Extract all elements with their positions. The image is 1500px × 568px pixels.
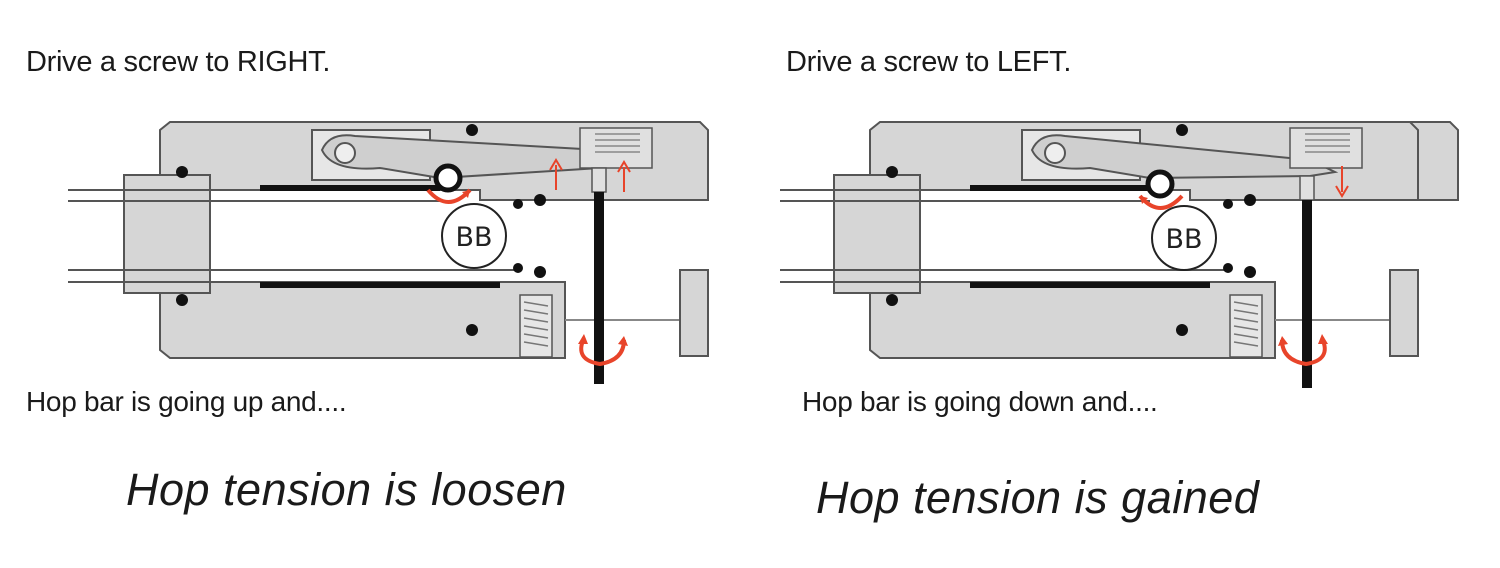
panel-screw-left: Drive a screw to LEFT. BB (750, 0, 1500, 568)
o-ring (534, 266, 546, 278)
hop-up-mechanism-diagram: BB (68, 121, 709, 384)
o-ring (1223, 263, 1233, 273)
hop-up-mechanism-diagram: BB (780, 121, 1459, 388)
o-ring (176, 166, 188, 178)
screw-rotation-arrow (579, 337, 626, 367)
bucking-top (260, 185, 440, 191)
adjuster-knob (1389, 269, 1419, 357)
o-ring (1176, 324, 1188, 336)
hop-screw-tip (1299, 175, 1315, 201)
hop-bar-note: Hop bar is going down and.... (802, 386, 1158, 417)
bb-circle (1151, 205, 1217, 271)
lower-housing (159, 281, 566, 359)
result-text: Hop tension is loosen (126, 464, 567, 515)
o-ring (176, 294, 188, 306)
result-text: Hop tension is gained (816, 472, 1260, 523)
arm-pivot (1044, 142, 1066, 164)
instruction-text: Drive a screw to RIGHT. (26, 46, 331, 78)
instruction-text: Drive a screw to LEFT. (786, 46, 1072, 78)
bucking-bottom (970, 282, 1210, 288)
barrel-collar (833, 174, 921, 294)
o-ring (534, 194, 546, 206)
o-ring (886, 294, 898, 306)
hop-screw-tip (591, 167, 607, 193)
bb-circle (441, 203, 507, 269)
o-ring (886, 166, 898, 178)
panel-screw-right: Drive a screw to RIGHT. (26, 46, 709, 515)
hop-nub (433, 163, 463, 193)
hop-nub (1145, 169, 1175, 199)
barrel-collar (123, 174, 211, 294)
hop-bar-note: Hop bar is going up and.... (26, 386, 347, 417)
bb-label: BB (455, 222, 492, 253)
o-ring (466, 124, 478, 136)
o-ring (513, 263, 523, 273)
o-ring (466, 324, 478, 336)
adjuster-knob (679, 269, 709, 357)
bucking-bottom (260, 282, 500, 288)
o-ring (1223, 199, 1233, 209)
o-ring (1244, 194, 1256, 206)
hop-screw (594, 192, 604, 384)
o-ring (1176, 124, 1188, 136)
bucking-top (970, 185, 1150, 191)
hop-screw (1302, 200, 1312, 388)
arm-pivot (334, 142, 356, 164)
bb-label: BB (1165, 224, 1202, 255)
o-ring (1244, 266, 1256, 278)
o-ring (513, 199, 523, 209)
screw-rotation-arrow (1280, 337, 1327, 367)
lower-housing (869, 281, 1276, 359)
